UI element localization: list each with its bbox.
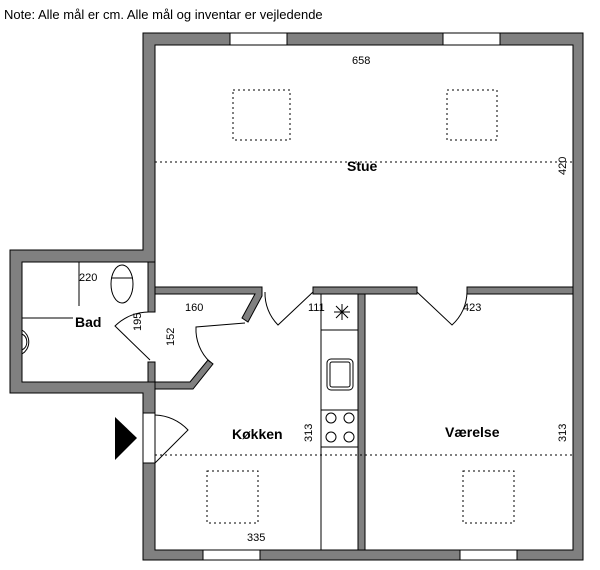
dim-kokken-depth: 313	[303, 424, 315, 442]
light-icon	[334, 304, 350, 320]
light-marker	[232, 89, 291, 141]
outer-walls	[9, 32, 584, 561]
dim-vaerelse-width: 423	[463, 302, 481, 314]
window	[229, 32, 288, 46]
dim-entre-depth: 152	[165, 328, 177, 346]
dim-bad-width: 220	[79, 272, 97, 284]
window	[442, 32, 501, 46]
sink-icon	[326, 358, 354, 391]
dim-counter: 111	[308, 302, 325, 314]
dim-kokken-width: 335	[247, 532, 265, 544]
stue-wall	[466, 286, 574, 295]
toilet-icon	[110, 264, 134, 304]
vaerelse-door[interactable]	[416, 291, 468, 326]
entrance-door[interactable]	[154, 414, 189, 464]
hall-wall-bottom	[154, 359, 214, 390]
window	[202, 549, 261, 561]
stue-door[interactable]	[264, 291, 314, 326]
dim-bad-depth: 195	[132, 313, 144, 331]
hall-wall-top	[154, 286, 263, 323]
window	[459, 549, 518, 561]
room-label-bad: Bad	[75, 314, 101, 330]
dim-entre-width: 160	[185, 302, 203, 314]
room-divider-wall	[357, 293, 366, 551]
room-label-kokken: Køkken	[232, 426, 283, 442]
bath-door[interactable]	[114, 311, 151, 361]
bath-wall	[147, 361, 156, 383]
entrance-arrow-icon	[115, 417, 137, 460]
light-marker	[462, 470, 515, 524]
hall-door[interactable]	[195, 322, 246, 363]
entrance-door-frame	[142, 412, 156, 464]
sink-bath-icon	[21, 329, 30, 355]
kitchen-counter	[320, 293, 359, 551]
stove-icon	[325, 412, 355, 443]
plan-note: Note: Alle mål er cm. Alle mål og invent…	[4, 7, 323, 22]
dim-vaerelse-depth: 313	[557, 424, 569, 442]
light-marker	[446, 89, 498, 141]
dim-stue-width: 658	[352, 55, 370, 67]
room-label-stue: Stue	[347, 158, 378, 174]
stue-wall	[312, 286, 418, 295]
light-marker	[206, 470, 259, 524]
bath-wall	[147, 261, 156, 313]
dim-stue-depth: 420	[557, 157, 569, 175]
room-label-vaerelse: Værelse	[445, 424, 500, 440]
